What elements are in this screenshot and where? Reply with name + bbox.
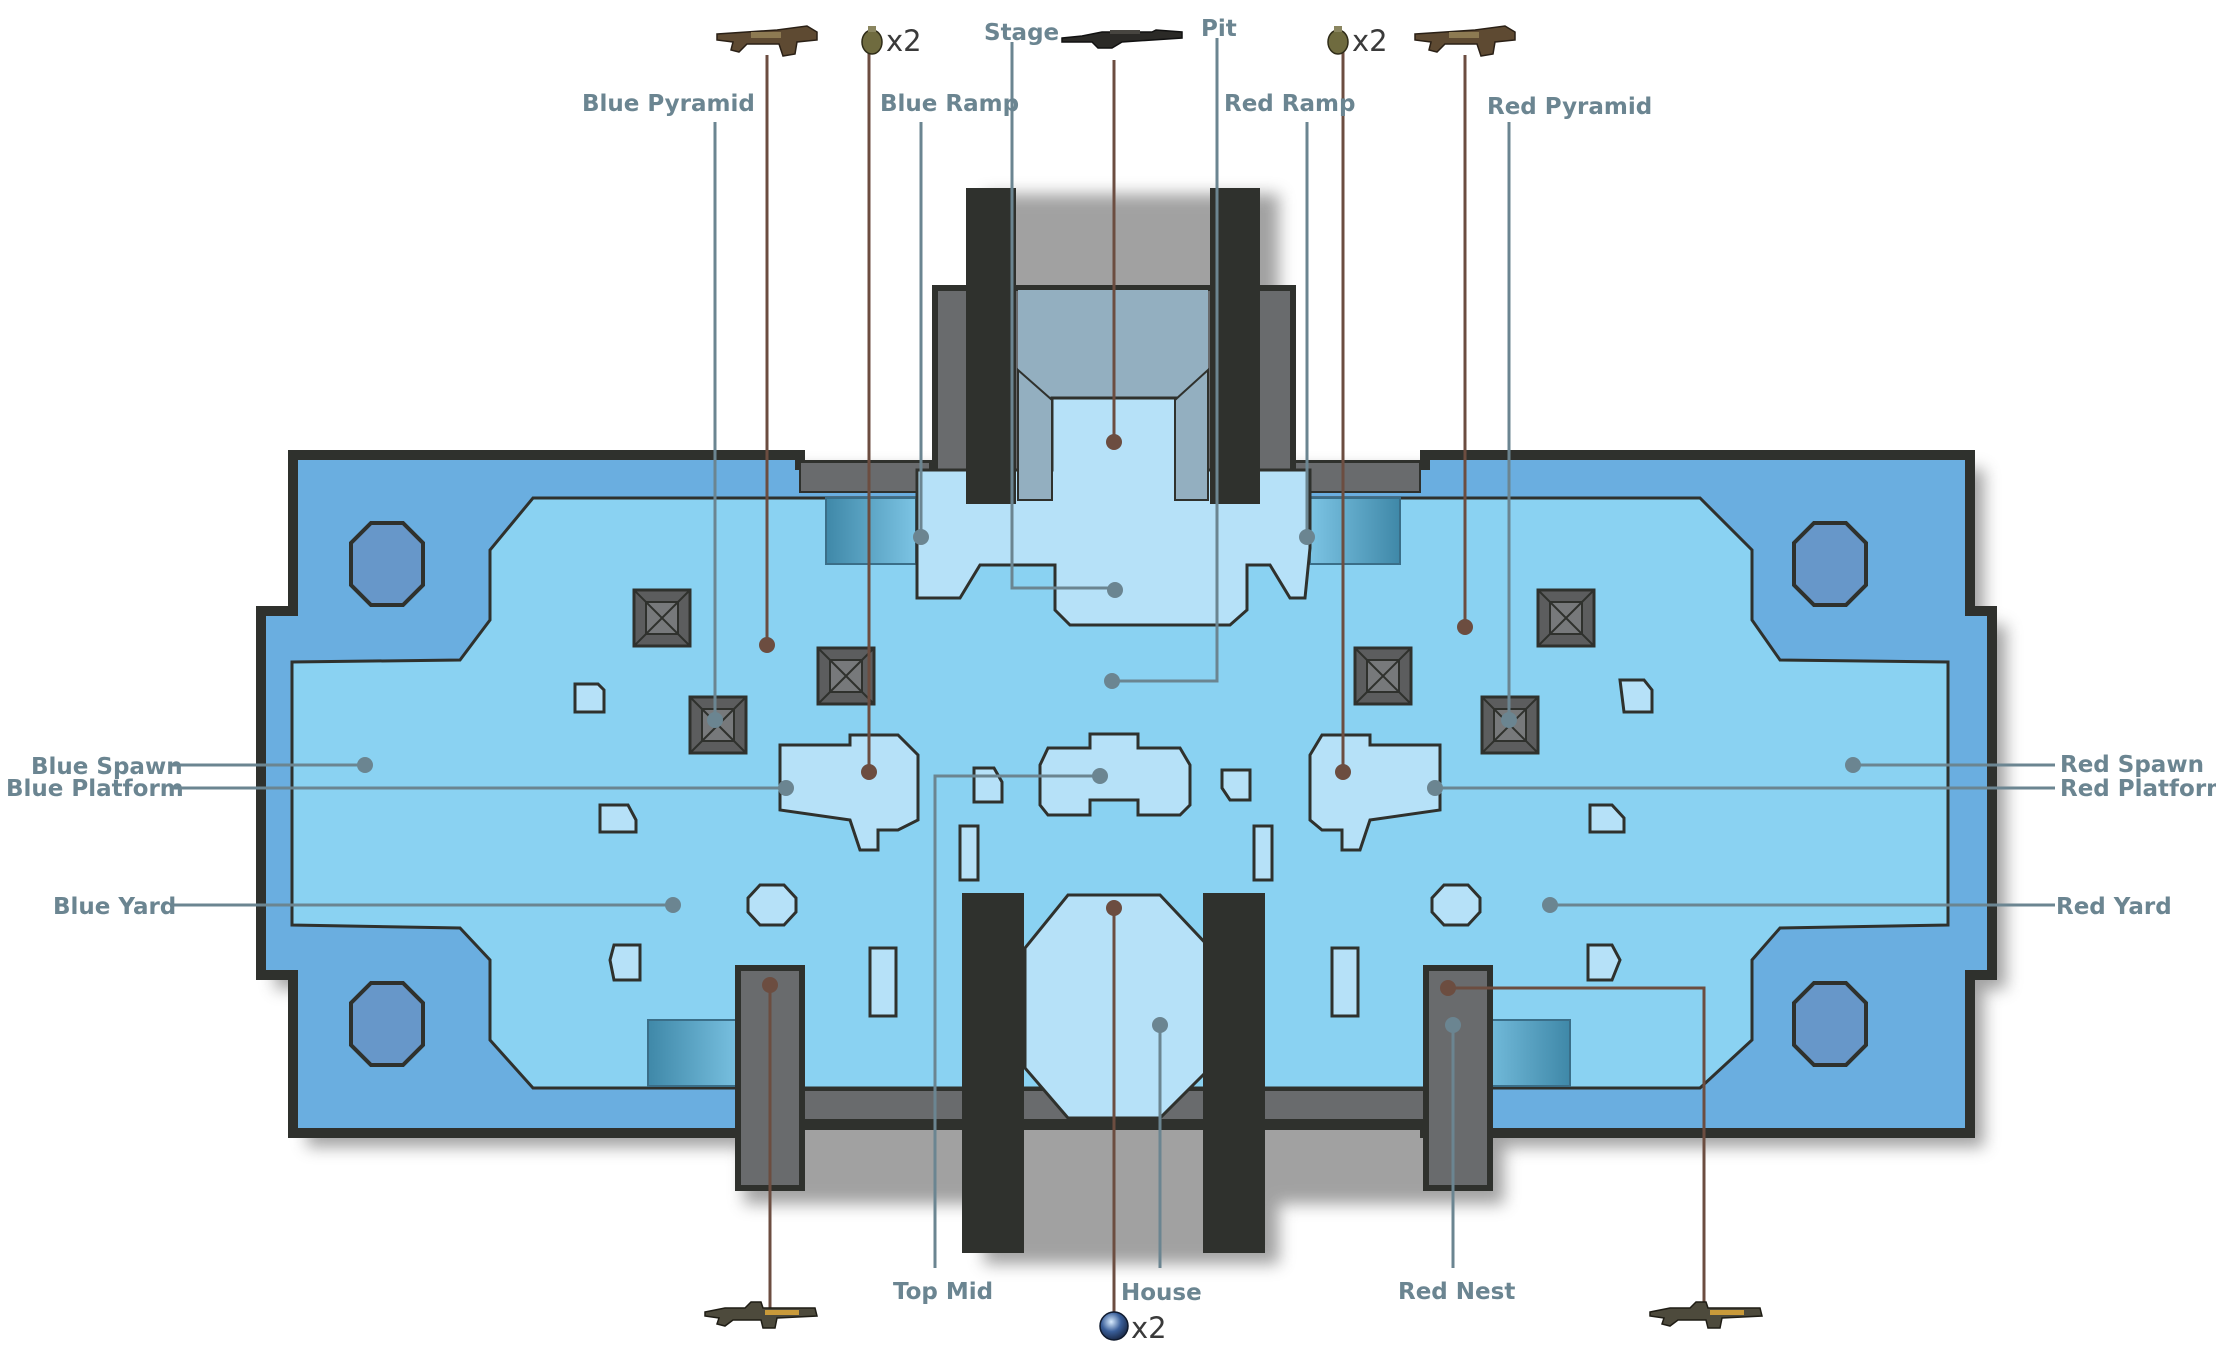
- label-red-ramp: Red Ramp: [1224, 91, 1355, 117]
- red-ramp-area: [1309, 497, 1401, 565]
- pyramid-block: [816, 646, 876, 706]
- top-mid-platform: [1038, 732, 1192, 817]
- stage-wall-band-left: [799, 461, 931, 493]
- frag-grenade-icon: [1327, 25, 1349, 55]
- house-wall-right: [1203, 893, 1265, 1253]
- label-red-spawn: Red Spawn: [2060, 752, 2204, 778]
- blue-bottom-ramp: [647, 1019, 745, 1087]
- label-house: House: [1121, 1280, 1202, 1306]
- pickup-lines: [765, 52, 1706, 1318]
- frag-grenade-icon: [861, 25, 883, 55]
- stage-side-right: [1174, 367, 1209, 501]
- label-red-yard: Red Yard: [2056, 894, 2172, 920]
- label-top-mid: Top Mid: [893, 1279, 993, 1305]
- assault-rifle-icon: [1414, 25, 1516, 57]
- stage-side-left: [1017, 367, 1053, 501]
- red-corner-pillar-top: [1792, 521, 1868, 607]
- blue-platform: [778, 733, 920, 852]
- pyramid-block: [632, 588, 692, 648]
- red-corner-pillar-bottom: [1792, 981, 1868, 1067]
- cover-blocks: [573, 678, 1654, 1018]
- label-red-platform: Red Platform: [2060, 776, 2216, 802]
- label-blue-yard: Blue Yard: [53, 894, 176, 920]
- house-floor: [1023, 893, 1212, 1120]
- house-wall-left: [962, 893, 1024, 1253]
- red-nest-wall: [1423, 965, 1493, 1191]
- label-lines: [172, 38, 2055, 1268]
- stage-tower-left: [966, 188, 1016, 504]
- label-red-pyramid: Red Pyramid: [1487, 94, 1652, 120]
- sniper-rifle-icon: [1061, 29, 1183, 49]
- overshield-orb-icon: [1099, 1311, 1129, 1341]
- label-red-nest: Red Nest: [1398, 1279, 1515, 1305]
- blue-ramp-area: [825, 497, 917, 565]
- stage-floor: [915, 396, 1312, 627]
- assault-rifle-icon: [716, 25, 818, 57]
- blue-corner-pillar-top: [349, 521, 425, 607]
- label-stage: Stage: [984, 20, 1059, 46]
- label-blue-platform: Blue Platform: [6, 776, 184, 802]
- house-orb-count: x2: [1131, 1311, 1167, 1345]
- label-pit: Pit: [1201, 16, 1237, 42]
- label-blue-pyramid: Blue Pyramid: [582, 91, 755, 117]
- battle-rifle-icon: [704, 1301, 818, 1329]
- label-blue-spawn: Blue Spawn: [31, 754, 183, 780]
- label-dots: [357, 529, 1861, 1033]
- battle-rifle-icon: [1649, 1301, 1763, 1329]
- red-grenade-count: x2: [1352, 24, 1388, 58]
- blue-grenade-count: x2: [886, 24, 922, 58]
- pyramid-block: [1536, 588, 1596, 648]
- pyramid-block: [1353, 646, 1413, 706]
- blue-corner-pillar-bottom: [349, 981, 425, 1067]
- label-blue-ramp: Blue Ramp: [880, 91, 1019, 117]
- stage-wall-band-right: [1289, 461, 1421, 493]
- pickup-dots: [759, 434, 1473, 996]
